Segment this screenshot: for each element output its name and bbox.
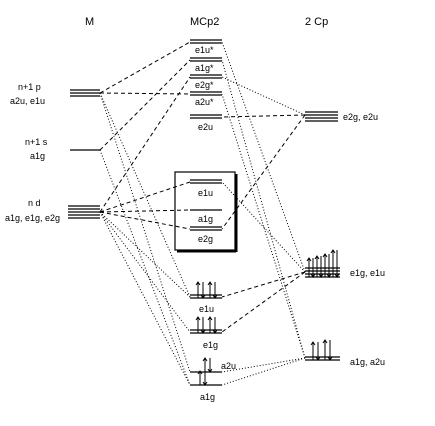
metal-np-symmetry: a2u, e1u xyxy=(10,96,45,106)
box-e2g-label: e2g xyxy=(198,234,213,244)
metal-nd-level xyxy=(68,205,100,219)
metal-nd-symmetry: a1g, e1g, e2g xyxy=(5,213,60,223)
complex-a1g-star-label: a1g* xyxy=(195,63,214,73)
ligand-bottom-level xyxy=(305,339,340,361)
complex-column-header: MCp2 xyxy=(190,16,219,28)
complex-a2u-label: a2u xyxy=(221,361,236,371)
ligand-top-level xyxy=(305,111,338,122)
ligand-bottom-symmetry: a1g, a2u xyxy=(350,357,385,367)
complex-a1g-bonding-level xyxy=(190,370,222,386)
ligand-column-header: 2 Cp xyxy=(305,16,328,28)
metal-column-header: M xyxy=(85,16,94,28)
complex-e2g-star-label: e2g* xyxy=(195,80,214,90)
box-a1g-label: a1g xyxy=(198,214,213,224)
box-e1u-label: e1u xyxy=(198,188,213,198)
metal-np-name: n+1 p xyxy=(18,82,41,92)
metal-np-level xyxy=(70,89,100,97)
complex-e1u-star-label: e1u* xyxy=(195,45,214,55)
complex-e1u-bonding-level xyxy=(190,281,222,299)
complex-e2u-label: e2u xyxy=(198,122,213,132)
complex-a1g-label: a1g xyxy=(200,392,215,402)
complex-e1u-label: e1u xyxy=(199,304,214,314)
metal-nd-name: n d xyxy=(28,198,41,208)
ligand-middle-symmetry: e1g, e1u xyxy=(350,268,385,278)
ligand-top-symmetry: e2g, e2u xyxy=(343,112,378,122)
ligand-middle-level xyxy=(305,249,340,278)
metal-ns-name: n+1 s xyxy=(25,137,48,147)
frontier-orbital-box xyxy=(174,171,238,253)
complex-a2u-bonding-level xyxy=(190,357,222,373)
complex-e1g-bonding-level xyxy=(190,316,222,334)
metal-ns-symmetry: a1g xyxy=(30,151,45,161)
complex-e1g-label: e1g xyxy=(203,340,218,350)
metal-correlation-lines xyxy=(99,41,191,386)
ligand-correlation-lines xyxy=(221,41,306,386)
complex-a2u-star-label: a2u* xyxy=(195,97,214,107)
complex-antibonding-levels xyxy=(190,39,222,119)
